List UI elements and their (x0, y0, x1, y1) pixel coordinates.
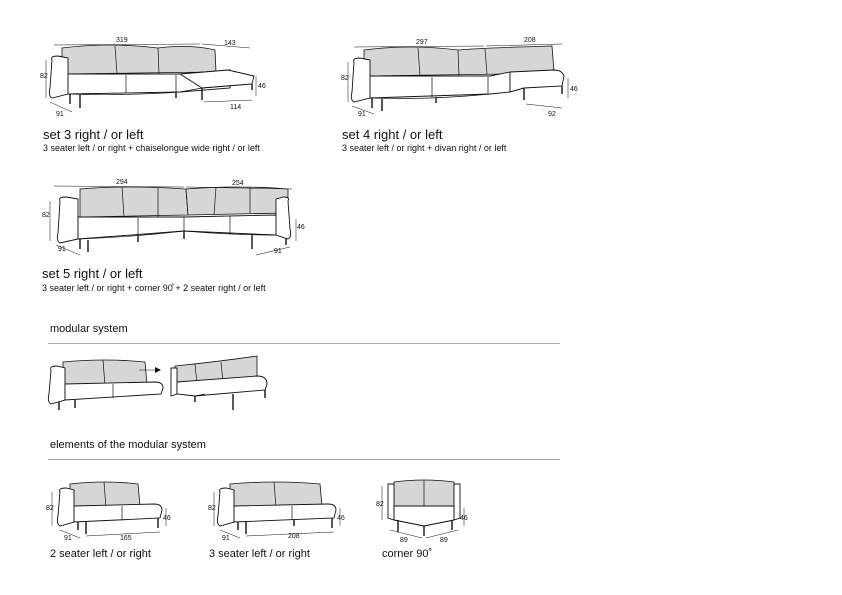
set-4-drawing: 297 208 82 46 91 92 (341, 37, 578, 118)
set-3-title: set 3 right / or left (43, 127, 144, 142)
set-5-drawing: 294 254 82 46 91 91 (42, 179, 305, 256)
set-4-divan-depth: 92 (548, 111, 556, 118)
set-3-height: 82 (40, 73, 48, 80)
modular-drawing (47, 355, 268, 410)
elements-heading: elements of the modular system (50, 439, 206, 451)
set-4-title: set 4 right / or left (342, 127, 443, 142)
set-3-width-b: 143 (224, 40, 236, 47)
element-2-seater-drawing: 82 46 91 165 (46, 481, 171, 542)
set-3-subtitle: 3 seater left / or right + chaiselongue … (43, 143, 260, 153)
element-3-height: 82 (208, 505, 216, 512)
set-3-drawing: 319 143 82 46 91 114 (40, 37, 266, 118)
set-5-subtitle: 3 seater left / or right + corner 90̊ + … (42, 283, 266, 293)
element-3-depth: 91 (222, 535, 230, 542)
set-3-chaise-depth: 114 (230, 104, 241, 111)
element-corner-height: 82 (376, 501, 384, 508)
element-3-seater-drawing: 82 46 91 208 (208, 481, 345, 542)
element-3-seat-height: 46 (337, 515, 345, 522)
element-corner-caption: corner 90˚ (382, 548, 433, 560)
element-2-width: 165 (120, 535, 132, 542)
element-corner-drawing: 82 46 89 89 (376, 479, 468, 544)
element-corner-depth: 89 (400, 537, 408, 544)
set-4-subtitle: 3 seater left / or right + divan right /… (342, 143, 507, 153)
element-2-height: 82 (46, 505, 54, 512)
set-5-height: 82 (42, 212, 50, 219)
set-3-width-a: 319 (116, 37, 128, 44)
element-3-caption: 3 seater left / or right (209, 548, 310, 560)
set-4-depth: 91 (358, 111, 366, 118)
set-3-depth: 91 (56, 111, 64, 118)
set-4-height: 82 (341, 75, 349, 82)
modular-divider (48, 343, 560, 344)
set-5-width-a: 294 (116, 179, 128, 186)
set-3-seat-height: 46 (258, 83, 266, 90)
set-5-width-b: 254 (232, 180, 244, 187)
set-5-depth: 91 (58, 246, 66, 253)
modular-heading: modular system (50, 323, 128, 335)
element-corner-width: 89 (440, 537, 448, 544)
element-corner-seat-height: 46 (460, 515, 468, 522)
set-4-width-b: 208 (524, 37, 536, 44)
elements-divider (48, 459, 560, 460)
element-3-width: 208 (288, 533, 300, 540)
set-5-seat-height: 46 (297, 224, 305, 231)
set-5-depth-right: 91 (274, 248, 282, 255)
element-2-seat-height: 46 (163, 515, 171, 522)
element-2-caption: 2 seater left / or right (50, 548, 151, 560)
set-4-seat-height: 46 (570, 86, 578, 93)
set-5-title: set 5 right / or left (42, 266, 143, 281)
set-4-width-a: 297 (416, 39, 428, 46)
element-2-depth: 91 (64, 535, 72, 542)
